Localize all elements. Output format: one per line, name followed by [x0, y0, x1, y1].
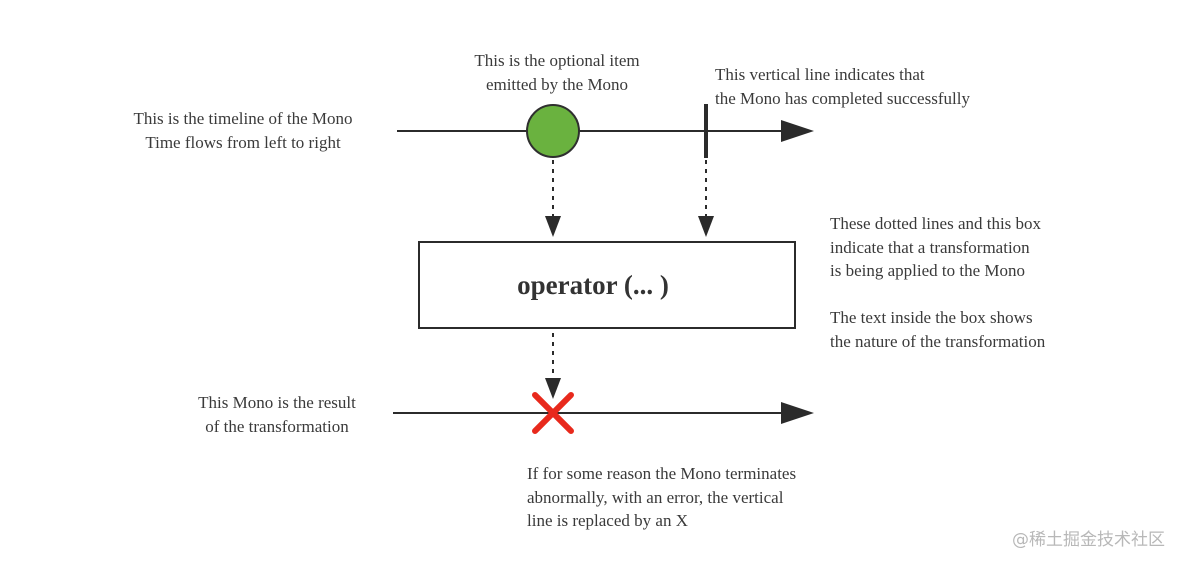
operator-to-result-arrowhead [545, 378, 561, 399]
operator-box: operator (... ) [418, 241, 796, 329]
annotation-line: This is the timeline of the Mono [133, 109, 353, 128]
error-annotation: If for some reason the Mono terminates a… [527, 462, 796, 533]
annotation-line: This vertical line indicates that [715, 65, 925, 84]
error-x-icon [532, 392, 574, 434]
operator-label: operator (... ) [517, 269, 669, 300]
transformation-annotation: These dotted lines and this box indicate… [830, 212, 1041, 283]
box-text-annotation: The text inside the box shows the nature… [830, 306, 1045, 353]
completion-to-operator-arrowhead [698, 216, 714, 237]
annotation-line: the Mono has completed successfully [715, 88, 970, 108]
completion-annotation: This vertical line indicates that the Mo… [715, 63, 970, 110]
annotation-line: of the transformation [205, 416, 349, 436]
annotation-line: The text inside the box shows [830, 308, 1033, 327]
timeline-annotation: This is the timeline of the Mono Time fl… [118, 107, 368, 154]
annotation-line: These dotted lines and this box [830, 214, 1042, 233]
source-timeline-arrowhead [781, 120, 814, 142]
result-annotation: This Mono is the result of the transform… [172, 391, 382, 438]
item-to-operator-arrowhead [545, 216, 561, 237]
annotation-line: This is the optional item [474, 51, 640, 70]
annotation-line: line is replaced by an X [527, 511, 688, 530]
annotation-line: emitted by the Mono [485, 74, 629, 94]
annotation-line: Time flows from left to right [145, 132, 341, 152]
emitted-item-circle [526, 104, 580, 158]
annotation-line: is being applied to the Mono [830, 261, 1026, 280]
annotation-line: abnormally, with an error, the vertical [527, 487, 784, 507]
optional-item-annotation: This is the optional item emitted by the… [452, 49, 662, 96]
watermark: @稀土掘金技术社区 [1012, 530, 1165, 550]
result-timeline-arrowhead [781, 402, 814, 424]
annotation-line: This Mono is the result [198, 393, 356, 412]
annotation-line: If for some reason the Mono terminates [527, 464, 797, 483]
annotation-line: the nature of the transformation [830, 331, 1046, 351]
annotation-line: indicate that a transformation [830, 237, 1030, 257]
